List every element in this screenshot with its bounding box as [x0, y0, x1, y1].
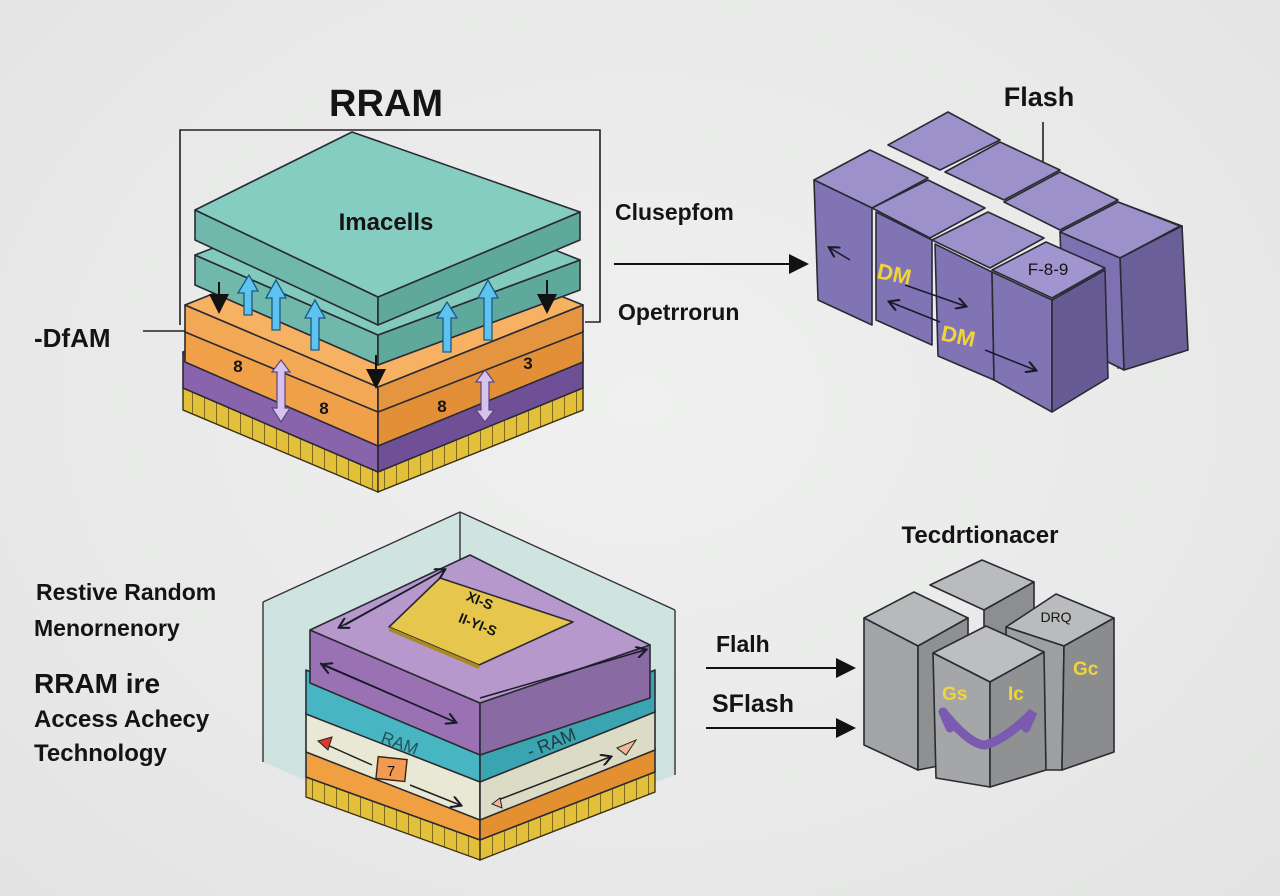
rram-title: RRAM [329, 83, 443, 125]
connector-label-upper: Clusepfom [615, 199, 734, 225]
yellow-chip [388, 577, 574, 669]
rram-top-layer-label: Imacells [339, 209, 434, 236]
dm-double-arrow [904, 284, 965, 306]
dm-double-arrow [984, 349, 1035, 370]
flash-top-cell-label: F-8-9 [1028, 260, 1069, 279]
blue-up-arrows [236, 273, 500, 353]
double-arrow-icon [270, 359, 292, 424]
bottom-dimension-arrow [323, 665, 456, 723]
tech-face-label: Gs [942, 684, 967, 705]
flash-title: Flash [1004, 82, 1075, 112]
number-badge-text: 7 [387, 763, 395, 780]
bottom-dimension-arrow [340, 569, 445, 627]
dm-double-arrow [830, 248, 851, 261]
gray-blocks [863, 559, 1115, 788]
layer-number: 8 [437, 397, 446, 416]
desc-line: Technology [34, 740, 168, 767]
layer-number: 3 [523, 354, 532, 373]
bottom-left-description: Restive Random Menornenory RRAM ire Acce… [34, 579, 216, 767]
desc-line: Access Achecy [34, 706, 210, 733]
connector-label-lower: Opetrrorun [618, 299, 739, 325]
layer-number: 8 [233, 357, 242, 376]
desc-line: Restive Random [36, 579, 216, 605]
purple-curved-arrow-icon [938, 707, 1038, 750]
arrow-label-sflash: SFlash [712, 690, 794, 718]
up-arrow-icon [435, 300, 459, 353]
up-arrow-icon [303, 298, 327, 351]
number-badge: 7 [375, 755, 408, 783]
bottom-dimension-arrow [479, 650, 645, 699]
tech-title: Tecdrtionacer [902, 522, 1059, 549]
up-arrow-icon [236, 273, 260, 316]
dm-double-arrow [890, 302, 941, 323]
dram-side-label: -DfAM [34, 323, 111, 353]
tech-top-label: DRQ [1040, 609, 1071, 625]
double-arrow-icon [474, 369, 496, 423]
black-down-arrows [209, 280, 557, 389]
arrow-label-flash: Flalh [716, 631, 770, 657]
desc-line: RRAM ire [34, 668, 160, 699]
rram-bracket [179, 129, 601, 325]
tech-face-label: Gc [1073, 659, 1099, 680]
layer-number: 8 [319, 399, 328, 418]
up-arrow-icon [476, 278, 500, 341]
tech-face-label: Ic [1008, 684, 1024, 705]
rram-teal-layer-top [194, 131, 581, 326]
up-arrow-icon [264, 278, 288, 331]
flash-cells [813, 111, 1189, 413]
desc-line: Menornenory [34, 615, 180, 641]
cream-arrows [316, 736, 638, 809]
lavender-double-arrows [270, 359, 496, 424]
